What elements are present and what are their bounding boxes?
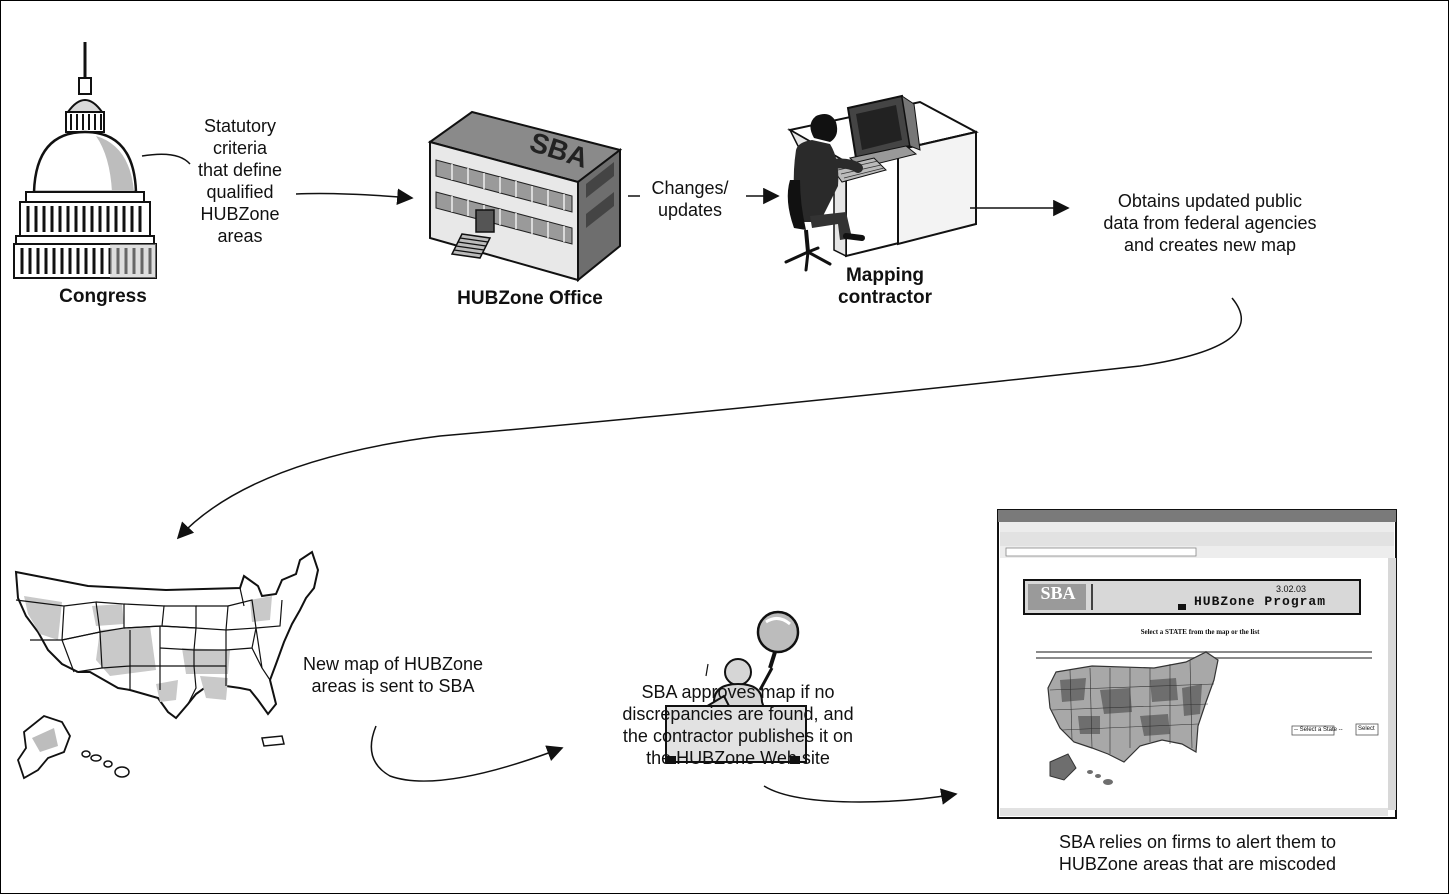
- statutory-line: HUBZone: [200, 204, 280, 224]
- approves-line: the contractor publishes it on: [622, 726, 854, 746]
- obtains-line: data from federal agencies: [1103, 213, 1317, 233]
- mapping-contractor-label: Mapping contractor: [800, 265, 970, 309]
- statutory-line: criteria: [212, 138, 267, 158]
- approves-line: the HUBZone Web site: [646, 748, 830, 768]
- edge-obtains-to-map: [176, 297, 1243, 540]
- obtains-line: and creates new map: [1123, 235, 1297, 255]
- statutory-line: Statutory: [203, 116, 277, 136]
- statutory-line: that define: [197, 160, 283, 180]
- banner-date: 3.02.03: [1276, 584, 1307, 594]
- approves-line: SBA approves map if no: [641, 682, 835, 702]
- edge-label-relies: SBA relies on firms to alert them to HUB…: [1010, 831, 1385, 875]
- office-building-icon: SBA: [427, 110, 623, 283]
- edge-map-to-reviewer: [370, 725, 564, 782]
- edge-reviewer-label: [705, 663, 709, 677]
- site-heading: Select a STATE from the map or the list: [1140, 628, 1260, 636]
- edge-label-new-map: New map of HUBZone areas is sent to SBA: [268, 653, 518, 697]
- state-select[interactable]: -- Select a State --: [1294, 727, 1343, 733]
- edge-reviewer-to-web: [763, 785, 958, 805]
- edge-label-obtains: Obtains updated public data from federal…: [1070, 190, 1350, 256]
- edge-label-statutory: Statutory criteria that define qualified…: [170, 115, 310, 247]
- browser-window-icon: [997, 509, 1397, 819]
- new-map-line: areas is sent to SBA: [311, 676, 475, 696]
- person-at-computer-icon: [784, 94, 979, 272]
- edge-statutory: [141, 153, 414, 205]
- relies-line: SBA relies on firms to alert them to: [1058, 832, 1337, 852]
- capitol-icon: [13, 42, 157, 279]
- congress-label: Congress: [59, 286, 147, 307]
- us-map-icon: [14, 550, 320, 780]
- reviewer-magnifier-icon: [665, 610, 807, 764]
- changes-line: updates: [657, 200, 723, 220]
- mapping-contractor-line1: Mapping: [845, 265, 925, 286]
- relies-line: HUBZone areas that are miscoded: [1058, 854, 1337, 874]
- changes-line: Changes/: [651, 178, 729, 198]
- banner-title: HUBZone Program: [1194, 594, 1327, 609]
- edge-label-approves: SBA approves map if no discrepancies are…: [588, 681, 888, 769]
- statutory-line: areas: [217, 226, 263, 246]
- new-map-line: New map of HUBZone: [302, 654, 484, 674]
- hubzone-office-label: HUBZone Office: [457, 288, 603, 309]
- edge-label-changes: Changes/ updates: [630, 177, 750, 221]
- banner-brand: SBA: [1040, 583, 1076, 603]
- approves-line: discrepancies are found, and: [622, 704, 854, 724]
- statutory-line: qualified: [206, 182, 274, 202]
- state-select-button[interactable]: Select: [1358, 726, 1375, 732]
- mapping-contractor-line2: contractor: [838, 287, 932, 308]
- obtains-line: Obtains updated public: [1117, 191, 1303, 211]
